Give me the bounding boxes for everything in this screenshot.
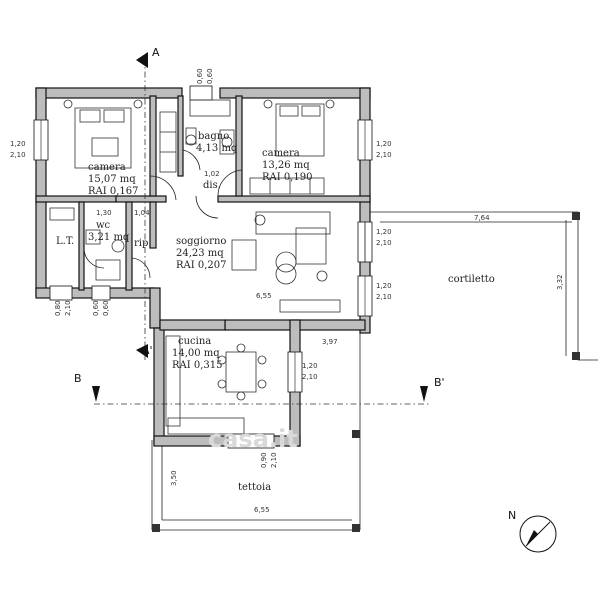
dim-window-left-1: 1,20 [10, 140, 26, 148]
section-a-bottom-label: A' [142, 344, 153, 357]
room-soggiorno-area: 24,23 mq [176, 248, 224, 259]
dim-door-cucina-2: 2,10 [270, 452, 278, 468]
room-soggiorno-rai: RAI 0,207 [176, 260, 227, 271]
section-b-right-label: B' [434, 376, 445, 389]
room-camera-1-name: camera [88, 162, 126, 173]
room-camera-2-rai: RAI 0,190 [262, 172, 313, 183]
dim-wc-small: 1,30 [96, 209, 112, 217]
room-bagno-name: bagno [198, 131, 229, 142]
dim-window-left-2: 2,10 [10, 151, 26, 159]
dim-window-right2-1: 1,20 [376, 228, 392, 236]
section-b-left-label: B [74, 372, 82, 385]
dim-dis-small: 1,02 [204, 170, 220, 178]
section-line-a [136, 52, 148, 360]
dim-window-right1-2: 2,10 [376, 151, 392, 159]
dim-tettoia-width: 6,55 [254, 506, 270, 514]
room-tettoia-name: tettoia [238, 482, 271, 493]
dim-window-right3-1: 1,20 [376, 282, 392, 290]
dim-cucina-width: 3,97 [322, 338, 338, 346]
dim-cortiletto-depth: 3,32 [556, 274, 564, 290]
dim-cortiletto-width: 7,64 [474, 214, 490, 222]
room-wc-name: wc [96, 220, 111, 231]
room-cucina-rai: RAI 0,315 [172, 360, 223, 371]
dim-window-cucina-1: 1,20 [302, 362, 318, 370]
dim-tettoia-depth: 3,50 [170, 470, 178, 486]
dim-window-lt-2: 2,10 [64, 300, 72, 316]
room-cucina-area: 14,00 mq [172, 348, 220, 359]
section-line-b [92, 386, 430, 405]
tettoia-area [151, 330, 361, 532]
dim-window-lt-1: 0,80 [54, 300, 62, 316]
watermark: casa.it [208, 425, 298, 453]
dim-window-wc-2: 0,60 [102, 300, 110, 316]
room-wc-area: 3,21 mq [88, 232, 130, 243]
room-cucina-name: cucina [178, 336, 211, 347]
room-camera-2-area: 13,26 mq [262, 160, 310, 171]
bed-camera-1 [63, 99, 143, 169]
north-label: N [508, 509, 516, 522]
dim-rip-small: 1,04 [134, 209, 150, 217]
dim-window-wc-1: 0,60 [92, 300, 100, 316]
room-bagno-area: 4,13 mq [196, 143, 238, 154]
wardrobe-camera-2 [249, 177, 325, 195]
dim-window-right2-2: 2,10 [376, 239, 392, 247]
wardrobe-camera-1 [159, 111, 177, 173]
interior-walls [35, 95, 371, 331]
bed-camera-2 [263, 99, 335, 157]
room-camera-1-rai: RAI 0,167 [88, 186, 139, 197]
room-cortiletto-name: cortiletto [448, 274, 495, 285]
sofa-soggiorno [231, 211, 341, 313]
dim-soggiorno-width: 6,55 [256, 292, 272, 300]
room-camera-2-name: camera [262, 148, 300, 159]
room-camera-1-area: 15,07 mq [88, 174, 136, 185]
dim-window-cucina-2: 2,10 [302, 373, 318, 381]
bagno-fixtures [185, 99, 235, 155]
dim-window-right3-2: 2,10 [376, 293, 392, 301]
dim-door-cucina-1: 0,90 [260, 452, 268, 468]
dim-window-bagno-2: 0,60 [206, 68, 214, 84]
cucina-furniture [165, 335, 267, 435]
room-rip-name: rip. [134, 238, 152, 249]
windows [33, 85, 373, 449]
door-swings [83, 149, 243, 279]
dim-window-bagno-1: 0,60 [196, 68, 204, 84]
dim-window-right1-1: 1,20 [376, 140, 392, 148]
section-a-top-label: A [152, 46, 160, 59]
north-arrow-icon [519, 515, 557, 553]
room-soggiorno-name: soggiorno [176, 236, 226, 247]
wc-fixtures [49, 207, 125, 281]
room-lt-name: L.T. [56, 236, 74, 247]
room-dis-name: dis. [203, 180, 221, 191]
